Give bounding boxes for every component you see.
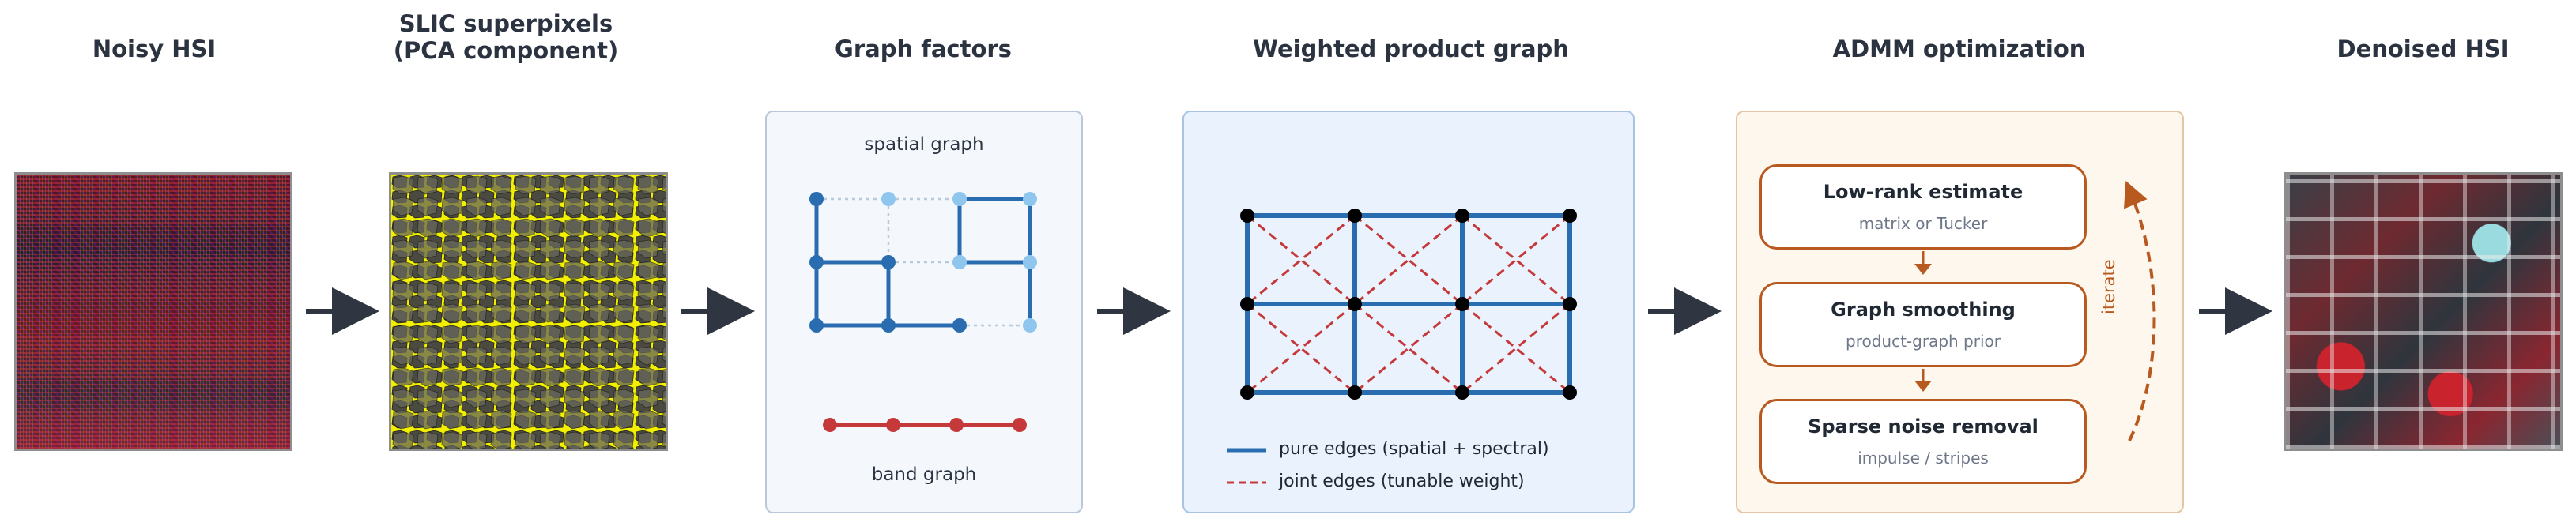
title-slic-line2: (PCA component) [393,37,619,64]
step-graph-smoothing-title: Graph smoothing [1831,299,2016,321]
step-low-rank-sub: matrix or Tucker [1858,214,1988,233]
band-graph-label: band graph [871,464,977,485]
legend-pure-label: pure edges (spatial + spectral) [1279,439,1549,459]
slic-superpixel-pattern [391,175,666,449]
step-sparse-noise-sub: impulse / stripes [1858,449,1989,468]
denoised-hsi-image [2284,172,2563,451]
title-slic-line1: SLIC superpixels [398,10,613,37]
noisy-hsi-image [14,172,292,451]
title-weighted-product-graph: Weighted product graph [1253,36,1569,62]
product-graph-card [1182,111,1635,513]
admm-step-graph-smoothing: Graph smoothing product-graph prior [1759,282,2087,367]
admm-step-sparse-noise: Sparse noise removal impulse / stripes [1759,399,2087,484]
iterate-loop-arrow [2123,180,2156,441]
slic-superpixels-image [389,172,668,451]
band-graph [823,418,1027,432]
product-graph [1227,209,1577,484]
title-admm-optimization: ADMM optimization [1832,36,2086,62]
spatial-graph [809,192,1037,432]
title-noisy-hsi: Noisy HSI [92,36,217,62]
admm-step-low-rank: Low-rank estimate matrix or Tucker [1759,164,2087,250]
step-low-rank-title: Low-rank estimate [1823,181,2023,203]
title-graph-factors: Graph factors [835,36,1012,62]
admm-connectors [1914,180,2156,441]
legend-joint-label: joint edges (tunable weight) [1279,472,1525,491]
title-slic: SLIC superpixels (PCA component) [348,10,664,64]
step-sparse-noise-title: Sparse noise removal [1808,415,2039,438]
iterate-label: iterate [2099,259,2118,314]
title-denoised-hsi: Denoised HSI [2337,36,2510,62]
step-graph-smoothing-sub: product-graph prior [1846,332,2001,351]
spatial-graph-label: spatial graph [864,134,984,155]
